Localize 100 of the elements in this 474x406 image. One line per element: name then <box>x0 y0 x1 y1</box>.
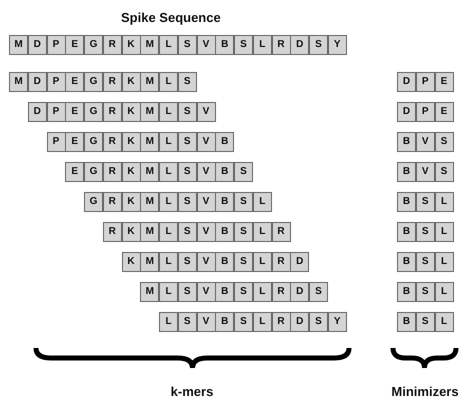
sequence-cell: B <box>215 132 234 152</box>
sequence-cell: V <box>196 192 216 212</box>
sequence-cell: L <box>159 162 178 182</box>
sequence-cell: R <box>102 102 122 122</box>
sequence-cell: P <box>46 35 66 55</box>
sequence-cell: S <box>178 162 197 182</box>
sequence-cell: M <box>140 72 160 92</box>
sequence-cell: R <box>272 312 290 332</box>
sequence-cell: L <box>252 252 272 272</box>
sequence-cell: E <box>434 72 454 92</box>
sequence-cell: V <box>196 282 216 302</box>
sequence-cell: L <box>252 222 272 242</box>
sequence-cell: P <box>46 72 66 92</box>
sequence-cell: L <box>159 132 178 152</box>
sequence-cell: D <box>28 102 47 122</box>
sequence-cell: D <box>290 252 310 272</box>
sequence-cell: S <box>234 35 253 55</box>
sequence-cell: V <box>196 252 216 272</box>
sequence-cell: S <box>416 282 435 302</box>
sequence-cell: S <box>178 312 197 332</box>
sequence-cell: D <box>290 282 310 302</box>
sequence-cell: K <box>122 252 140 272</box>
sequence-cell: R <box>102 162 122 182</box>
sequence-cell: L <box>159 192 178 212</box>
sequence-cell: L <box>434 312 454 332</box>
sequence-cell: B <box>397 282 416 302</box>
sequence-cell: G <box>84 192 103 212</box>
sequence-cell: B <box>215 312 234 332</box>
sequence-cell: S <box>309 35 328 55</box>
sequence-cell: M <box>140 35 160 55</box>
sequence-cell: R <box>102 132 122 152</box>
sequence-cell: S <box>178 192 197 212</box>
sequence-cell: E <box>65 132 84 152</box>
sequence-cell: S <box>416 312 435 332</box>
sequence-cell: B <box>215 252 234 272</box>
sequence-cell: L <box>434 252 454 272</box>
sequence-cell: D <box>397 102 416 122</box>
brace-label: Minimizers <box>391 384 459 399</box>
sequence-cell: G <box>84 102 103 122</box>
sequence-cell: V <box>196 312 216 332</box>
sequence-cell: L <box>434 282 454 302</box>
sequence-cell: E <box>434 102 454 122</box>
sequence-cell: P <box>416 102 435 122</box>
sequence-cell: L <box>159 282 178 302</box>
sequence-cell: V <box>196 132 216 152</box>
sequence-cell: S <box>178 282 197 302</box>
sequence-cell: S <box>416 252 435 272</box>
sequence-cell: B <box>215 282 234 302</box>
sequence-cell: G <box>84 162 103 182</box>
sequence-cell: D <box>397 72 416 92</box>
sequence-cell: G <box>84 72 103 92</box>
sequence-cell: L <box>252 35 272 55</box>
sequence-cell: S <box>234 252 253 272</box>
sequence-cell: M <box>9 35 28 55</box>
sequence-cell: B <box>215 35 234 55</box>
sequence-cell: V <box>416 162 435 182</box>
sequence-cell: B <box>215 162 234 182</box>
sequence-cell: L <box>252 282 272 302</box>
sequence-cell: S <box>178 72 197 92</box>
sequence-cell: B <box>397 312 416 332</box>
sequence-cell: S <box>234 162 253 182</box>
sequence-cell: S <box>178 35 197 55</box>
sequence-cell: R <box>102 35 122 55</box>
sequence-cell: K <box>122 192 140 212</box>
sequence-cell: S <box>416 192 435 212</box>
sequence-cell: S <box>434 132 454 152</box>
sequence-cell: S <box>309 282 328 302</box>
sequence-cell: D <box>28 72 47 92</box>
sequence-cell: Y <box>328 312 347 332</box>
sequence-cell: E <box>65 72 84 92</box>
sequence-cell: P <box>46 102 66 122</box>
sequence-cell: M <box>140 252 160 272</box>
sequence-cell: P <box>46 132 66 152</box>
sequence-cell: R <box>272 252 290 272</box>
sequence-cell: B <box>397 192 416 212</box>
sequence-cell: K <box>122 162 140 182</box>
sequence-cell: K <box>122 222 140 242</box>
sequence-cell: V <box>196 102 216 122</box>
sequence-cell: S <box>234 282 253 302</box>
sequence-cell: S <box>178 102 197 122</box>
sequence-cell: S <box>234 192 253 212</box>
sequence-cell: B <box>397 132 416 152</box>
sequence-cell: K <box>122 35 140 55</box>
sequence-cell: S <box>234 222 253 242</box>
sequence-cell: K <box>122 102 140 122</box>
sequence-cell: R <box>272 282 290 302</box>
sequence-cell: R <box>272 222 290 242</box>
sequence-cell: E <box>65 102 84 122</box>
sequence-cell: K <box>122 72 140 92</box>
sequence-cell: S <box>178 252 197 272</box>
sequence-cell: R <box>102 72 122 92</box>
sequence-cell: L <box>434 192 454 212</box>
sequence-cell: B <box>215 192 234 212</box>
sequence-cell: V <box>196 222 216 242</box>
sequence-cell: M <box>9 72 28 92</box>
sequence-cell: L <box>159 252 178 272</box>
sequence-cell: L <box>159 312 178 332</box>
sequence-cell: G <box>84 35 103 55</box>
sequence-cell: S <box>309 312 328 332</box>
sequence-cell: B <box>397 162 416 182</box>
